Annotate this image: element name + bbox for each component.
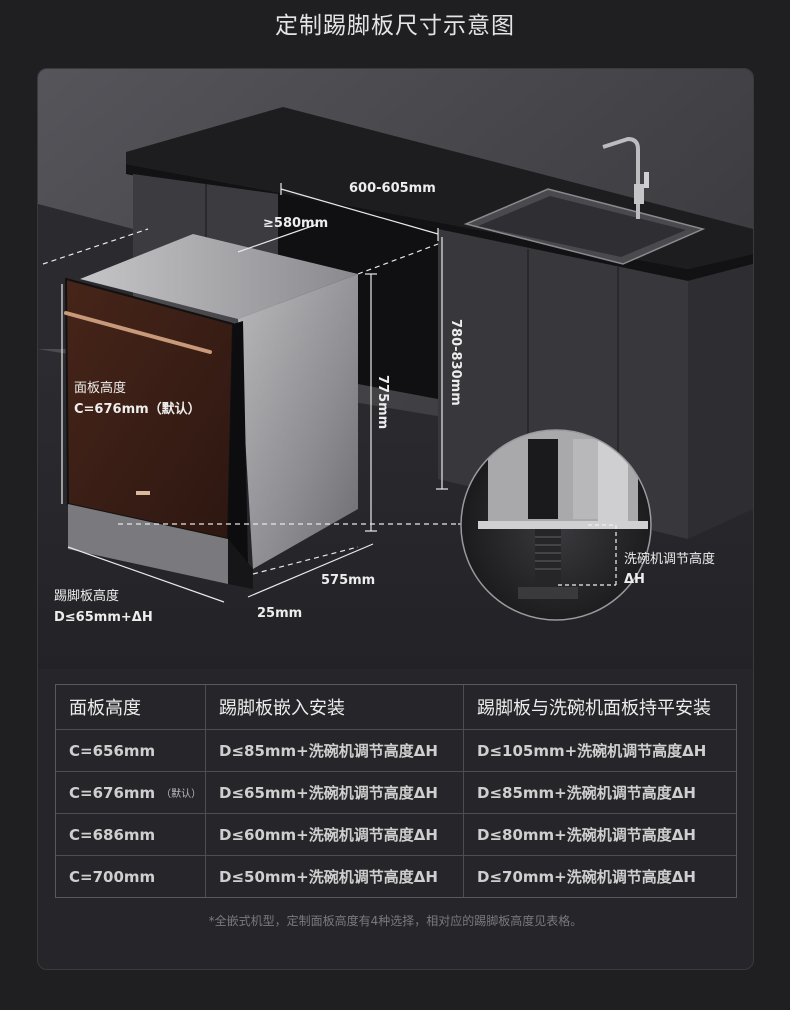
kickboard-size-table: 面板高度 踢脚板嵌入安装 踢脚板与洗碗机面板持平安装 C=656mm D≤85m… bbox=[55, 684, 737, 898]
panel-height-value: C=676mm（默认） bbox=[74, 402, 201, 417]
cell-embedded: D≤60mm+洗碗机调节高度ΔH bbox=[206, 814, 464, 855]
scene-graphics bbox=[38, 69, 753, 669]
kick-offset-label: 25mm bbox=[257, 606, 303, 621]
table-header-row: 面板高度 踢脚板嵌入安装 踢脚板与洗碗机面板持平安装 bbox=[56, 685, 736, 729]
header-flush-install: 踢脚板与洗碗机面板持平安装 bbox=[477, 698, 711, 719]
cell-panel-height: C=700mm bbox=[56, 856, 206, 897]
cell-panel-height: C=656mm bbox=[56, 730, 206, 771]
kickboard-height-value: D≤65mm+ΔH bbox=[54, 610, 153, 625]
header-panel-height: 面板高度 bbox=[56, 685, 206, 729]
cell-embedded: D≤50mm+洗碗机调节高度ΔH bbox=[206, 856, 464, 897]
panel-height-title: 面板高度 bbox=[74, 381, 127, 396]
cell-panel-height: C=686mm bbox=[56, 814, 206, 855]
adjust-height-value: ΔH bbox=[624, 572, 645, 587]
table-row: C=686mm D≤60mm+洗碗机调节高度ΔH D≤80mm+洗碗机调节高度Δ… bbox=[56, 813, 736, 855]
adjust-height-title: 洗碗机调节高度 bbox=[624, 552, 716, 567]
cell-flush: D≤70mm+洗碗机调节高度ΔH bbox=[477, 868, 696, 886]
cell-flush: D≤80mm+洗碗机调节高度ΔH bbox=[477, 826, 696, 844]
kitchen-illustration: 600-605mm ≥580mm 780-830mm 775mm 面板高度 C=… bbox=[38, 69, 753, 669]
diagram-card: 600-605mm ≥580mm 780-830mm 775mm 面板高度 C=… bbox=[37, 68, 754, 970]
panel-value: C=656mm bbox=[69, 741, 156, 760]
table-row: C=700mm D≤50mm+洗碗机调节高度ΔH D≤70mm+洗碗机调节高度Δ… bbox=[56, 855, 736, 897]
cell-embedded: D≤65mm+洗碗机调节高度ΔH bbox=[206, 772, 464, 813]
machine-height-label: 775mm bbox=[375, 375, 390, 430]
page-title: 定制踢脚板尺寸示意图 bbox=[275, 13, 515, 39]
panel-value: C=686mm bbox=[69, 825, 156, 844]
depth-min-label: ≥580mm bbox=[263, 216, 329, 231]
cell-panel-height: C=676mm （默认） bbox=[56, 772, 206, 813]
panel-value: C=676mm bbox=[69, 783, 156, 802]
header-embedded-install: 踢脚板嵌入安装 bbox=[206, 685, 464, 729]
cell-flush: D≤85mm+洗碗机调节高度ΔH bbox=[477, 784, 696, 802]
cell-flush: D≤105mm+洗碗机调节高度ΔH bbox=[477, 742, 707, 760]
width-dimension-label: 600-605mm bbox=[349, 181, 436, 196]
cell-embedded: D≤85mm+洗碗机调节高度ΔH bbox=[206, 730, 464, 771]
table-row: C=676mm （默认） D≤65mm+洗碗机调节高度ΔH D≤85mm+洗碗机调… bbox=[56, 771, 736, 813]
default-note: （默认） bbox=[161, 789, 202, 800]
footnote: *全嵌式机型，定制面板高度有4种选择，相对应的踢脚板高度见表格。 bbox=[208, 914, 583, 928]
panel-value: C=700mm bbox=[69, 867, 156, 886]
table-row: C=656mm D≤85mm+洗碗机调节高度ΔH D≤105mm+洗碗机调节高度… bbox=[56, 729, 736, 771]
cabinet-height-label: 780-830mm bbox=[448, 319, 463, 406]
kickboard-height-title: 踢脚板高度 bbox=[54, 589, 120, 604]
machine-depth-label: 575mm bbox=[321, 573, 376, 588]
